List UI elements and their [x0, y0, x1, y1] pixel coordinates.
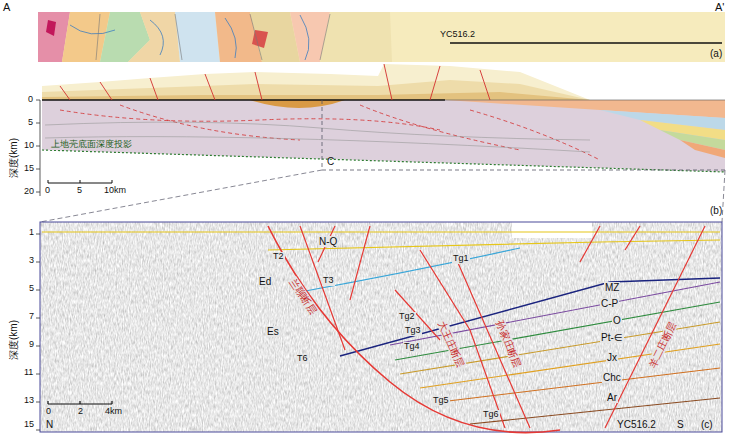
axis-tick: 5	[28, 118, 33, 128]
direction-letter: S	[676, 419, 685, 430]
map-strip	[38, 12, 725, 62]
zoom-letter: C	[327, 156, 334, 167]
stratum-label: Chc	[602, 372, 622, 383]
boundary-note: 上地壳底面深度投影	[50, 140, 133, 150]
horizon-label: T6	[296, 354, 309, 364]
horizon-label: Tg4	[403, 342, 421, 352]
axis-tick: 20	[24, 187, 34, 197]
horizon-label: Tg6	[482, 410, 500, 420]
axis-tick: 15	[24, 164, 34, 174]
axis-tick: 13	[24, 396, 34, 406]
scale-value: 10km	[104, 186, 126, 196]
fault-label: 大王庄断层	[436, 318, 467, 370]
stratum-label: N-Q	[318, 236, 338, 247]
direction-letter: N	[45, 419, 54, 430]
seismic-section	[36, 222, 722, 433]
axis-tick: 5	[29, 284, 34, 294]
stratum-label: MZ	[604, 282, 620, 293]
line-name: YC516.2	[616, 419, 657, 430]
axis-title: 深度(km)	[8, 320, 19, 360]
axis-tick: 7	[29, 312, 34, 322]
section-end-letter: A	[3, 1, 10, 13]
panel-tag: (a)	[710, 48, 722, 59]
stratum-label: Jx	[606, 352, 618, 363]
scale-value: 0	[45, 407, 52, 417]
axis-tick: 3	[29, 256, 34, 266]
horizon-label: T3	[322, 276, 335, 286]
fault-label: 羊二庄断层	[646, 319, 679, 371]
horizon-label: Tg2	[398, 312, 416, 322]
panel-tag: (c)	[700, 419, 714, 430]
stratum-label: Pt-∈	[600, 332, 624, 343]
axis-title: 深度(km)	[8, 138, 19, 178]
stratum-label: Es	[266, 326, 280, 337]
scale-value: 5	[77, 186, 82, 196]
stratum-label: Ar	[606, 392, 618, 403]
stratum-label: O	[612, 315, 622, 326]
axis-tick: 0	[28, 95, 33, 105]
axis-tick: 11	[24, 368, 33, 378]
horizon-label: Tg3	[404, 326, 422, 336]
horizon-label: Tg1	[452, 254, 470, 264]
line-name: YC516.2	[440, 30, 475, 40]
panel-tag: (b)	[710, 205, 722, 216]
section-end-letter: A'	[715, 1, 724, 13]
stratum-label: Ed	[258, 276, 272, 287]
scale-value: 2	[77, 407, 84, 417]
axis-tick: 9	[29, 340, 34, 350]
horizon-label: Tg5	[432, 396, 450, 406]
axis-tick: 15	[24, 420, 34, 430]
stratum-label: C-P	[600, 298, 619, 309]
scale-value: 0	[45, 186, 50, 196]
fault-label: 孙家庄断层	[494, 318, 524, 370]
axis-tick: 1	[29, 228, 34, 238]
scale-value: 4km	[104, 407, 123, 417]
horizon-label: T2	[272, 252, 285, 262]
fault-label: 兰聊断层	[287, 276, 320, 317]
section-b	[36, 64, 725, 222]
axis-tick: 10	[24, 141, 34, 151]
